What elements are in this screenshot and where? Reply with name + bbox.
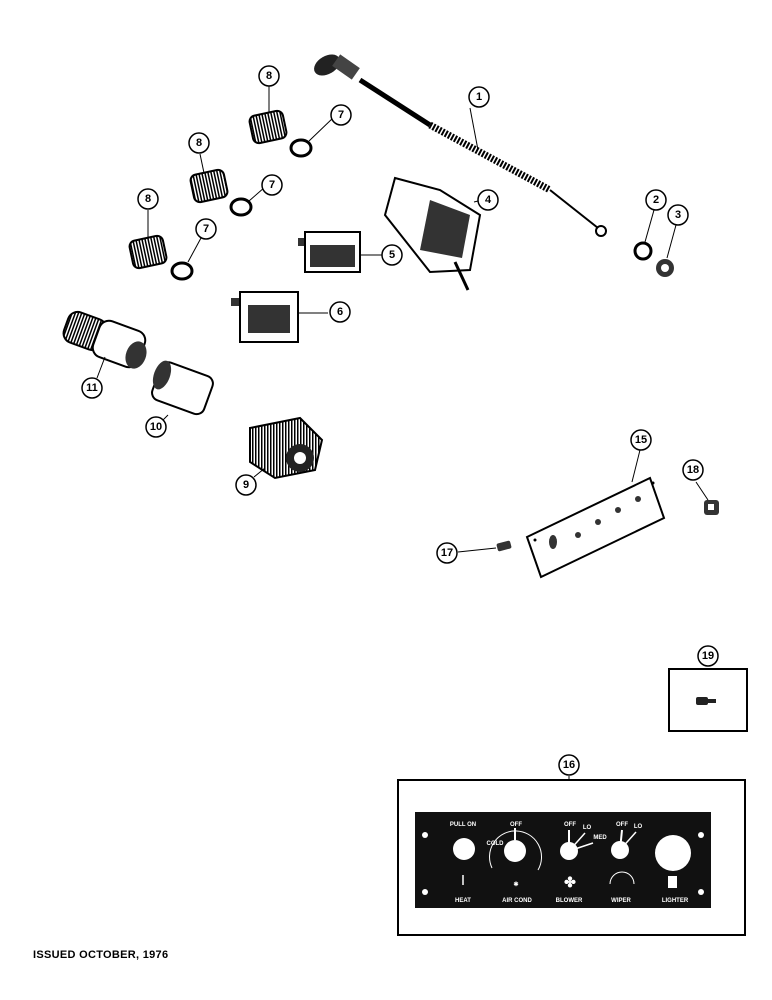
callout-18: 18 [682, 459, 704, 481]
part-4-switch [383, 176, 483, 291]
label-cold: COLD [487, 841, 505, 847]
svg-text:1: 1 [476, 91, 482, 103]
part-7-washer-top [289, 116, 335, 158]
callout-5: 5 [381, 244, 403, 266]
label-heat: HEAT [455, 898, 471, 904]
part-10-socket [151, 360, 214, 421]
label-off-blower: OFF [564, 822, 576, 828]
svg-text:7: 7 [338, 109, 344, 121]
label-wiper: WIPER [611, 898, 631, 904]
label-off-ac: OFF [510, 822, 522, 828]
part-2-washer [633, 209, 655, 261]
part-6-switch [231, 291, 328, 343]
callout-3: 3 [667, 204, 689, 226]
part-8-knob-middle [189, 153, 229, 204]
lighter-icon [668, 876, 677, 888]
svg-text:18: 18 [687, 464, 699, 476]
callout-4: 4 [477, 189, 499, 211]
svg-text:2: 2 [653, 194, 659, 206]
fan-icon: ✤ [564, 874, 576, 890]
label-lo-wiper: LO [634, 824, 643, 830]
part-11-lighter [62, 310, 147, 379]
callout-10: 10 [145, 416, 167, 438]
label-lighter: LIGHTER [662, 898, 689, 904]
part-7-washer-bottom [170, 237, 202, 281]
label-off-wiper: OFF [616, 822, 628, 828]
snowflake-icon: ✱ [513, 881, 518, 888]
air-cond-knob [504, 840, 526, 862]
part-8-knob-bottom [128, 210, 168, 270]
svg-text:3: 3 [675, 209, 681, 221]
part-1-pull-cable [314, 54, 607, 237]
part-8-knob-top [248, 86, 288, 145]
svg-text:6: 6 [337, 306, 343, 318]
svg-text:5: 5 [389, 249, 395, 261]
callout-9: 9 [235, 474, 257, 496]
svg-text:8: 8 [266, 70, 272, 82]
lighter-socket [655, 835, 691, 871]
part-17-screw [457, 540, 512, 553]
label-air-cond: AIR COND [502, 898, 532, 904]
callout-7-top: 7 [330, 104, 352, 126]
callout-1: 1 [468, 86, 490, 108]
svg-text:17: 17 [441, 547, 453, 559]
label-lo-blower: LO [583, 825, 592, 831]
label-blower: BLOWER [556, 898, 583, 904]
callout-2: 2 [645, 189, 667, 211]
callout-15: 15 [630, 429, 652, 451]
part-16-control-panel-box: ✱ ✤ PULL ON OFF COLD OFF LO MED OFF LO H… [397, 776, 746, 936]
svg-text:4: 4 [485, 194, 492, 206]
svg-text:10: 10 [150, 421, 162, 433]
callout-7-bottom: 7 [195, 218, 217, 240]
part-7-washer-middle [229, 186, 266, 217]
svg-text:7: 7 [269, 179, 275, 191]
callout-7-middle: 7 [261, 174, 283, 196]
part-15-plate [525, 449, 666, 579]
label-pull-on: PULL ON [450, 822, 476, 828]
part-18-clip [695, 481, 719, 515]
callout-17: 17 [436, 542, 458, 564]
callout-8-middle: 8 [188, 132, 210, 154]
callout-11: 11 [81, 377, 103, 399]
wiper-icon [609, 871, 635, 885]
svg-text:16: 16 [563, 759, 575, 771]
svg-text:11: 11 [86, 382, 98, 394]
callout-19: 19 [697, 645, 719, 667]
part-3-nut [656, 224, 677, 277]
callout-6: 6 [329, 301, 351, 323]
callout-8-top: 8 [258, 65, 280, 87]
callout-16: 16 [558, 754, 580, 776]
svg-text:8: 8 [196, 137, 202, 149]
issued-date-footer: ISSUED OCTOBER, 1976 [33, 949, 169, 961]
svg-text:15: 15 [635, 434, 647, 446]
svg-text:8: 8 [145, 193, 151, 205]
svg-text:7: 7 [203, 223, 209, 235]
part-9-housing [249, 416, 324, 480]
label-med: MED [593, 835, 607, 841]
callout-8-bottom: 8 [137, 188, 159, 210]
part-19-box [668, 668, 748, 732]
svg-text:9: 9 [243, 479, 249, 491]
part-5-switch [298, 231, 383, 273]
heat-knob [453, 838, 475, 860]
svg-text:19: 19 [702, 650, 714, 662]
